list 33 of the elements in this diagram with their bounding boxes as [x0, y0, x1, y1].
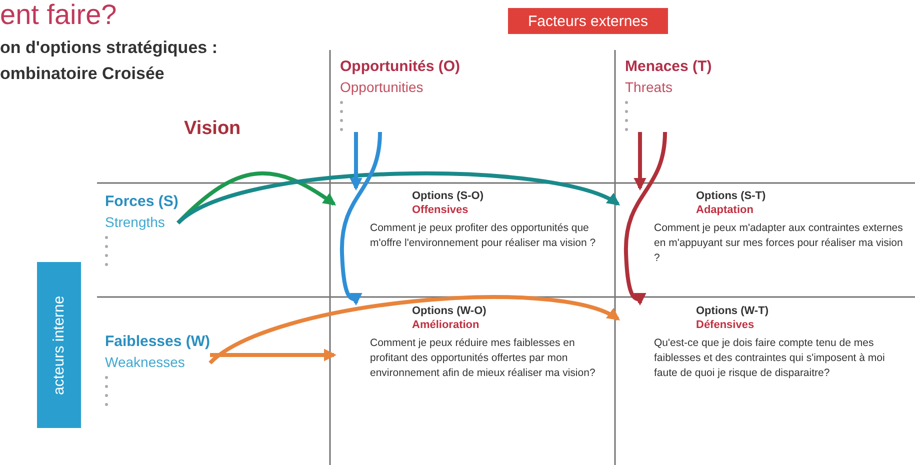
- header-subtitle: Threats: [625, 79, 672, 95]
- arrow: [208, 295, 620, 365]
- option-heading: Options (W-T): [696, 305, 770, 317]
- header-subtitle: Weaknesses: [105, 354, 185, 370]
- subtitle-text: on d'options stratégiques :: [0, 38, 218, 58]
- cell-text: Comment je peux profiter des opportunités que m'offre l'environnement pour réaliser ma vision ?: [370, 221, 597, 252]
- subtitle-text: ombinatoire Croisée: [0, 64, 164, 84]
- header-title: Menaces (T): [625, 58, 712, 75]
- arrow: [176, 172, 620, 225]
- cell-text: Qu'est-ce que je dois faire compte tenu de mes faiblesses et des contraintes qui s'imposent à moi faute de quoi je risque de disparaitre?: [654, 336, 886, 382]
- strategy-type: Offensives: [412, 204, 470, 216]
- arrow: [340, 132, 382, 306]
- arrow: [350, 132, 362, 191]
- cell-text: Comment je peux m'adapter aux contraintes externes en m'appuyant sur mes forces pour réaliser ma vision ?: [654, 221, 904, 266]
- strategy-type: Amélioration: [412, 319, 480, 331]
- option-heading: Options (W-O): [412, 305, 488, 317]
- header-subtitle: Opportunities: [340, 79, 424, 95]
- cell-text: Comment je peux réduire mes faiblesses en profitant des opportunités offertes par mon environnement afin de mieux réaliser ma vision?: [370, 336, 596, 382]
- strategy-type: Défensives: [696, 319, 756, 331]
- option-heading: Options (S-T): [696, 190, 767, 202]
- arrow: [634, 132, 646, 191]
- arrow: [210, 348, 337, 362]
- arrow: [624, 132, 667, 306]
- category-band: Facteurs externes: [508, 8, 668, 34]
- header-title: Forces (S): [105, 193, 178, 210]
- header-title: Faiblesses (W): [105, 333, 210, 350]
- strategy-type: Adaptation: [696, 204, 754, 216]
- category-band: acteurs interne: [37, 262, 81, 428]
- option-heading: Options (S-O): [412, 190, 484, 202]
- page-title: ent faire?: [0, 0, 117, 32]
- header-title: Opportunités (O): [340, 58, 460, 75]
- header-subtitle: Strengths: [105, 214, 165, 230]
- section-label: Vision: [184, 118, 241, 140]
